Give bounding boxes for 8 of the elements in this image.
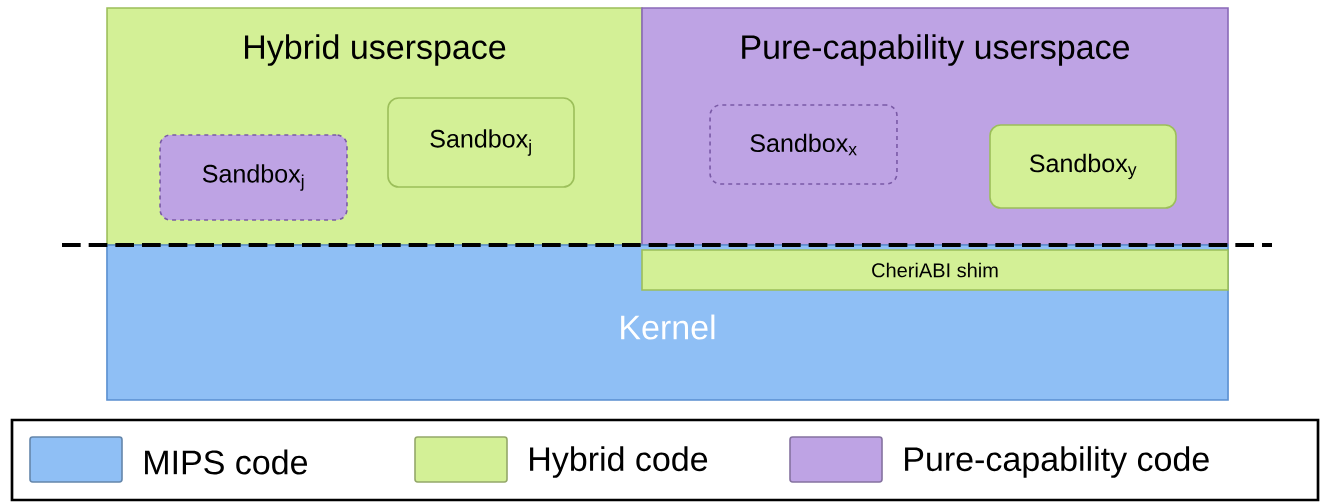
sandbox-box: Sandbox$_{y}$ [989,124,1177,209]
legend-label: Hybrid code [530,446,708,478]
sandbox-box: Sandbox$_{j}$ [387,97,575,188]
legend-label: Pure-capability code [905,446,1209,478]
legend-label: MIPS code [145,449,307,475]
sandbox-box: Sandbox$_{x}$ [709,104,898,185]
shim-layer: CheriABI shim [641,249,1229,291]
sandbox-box: Sandbox$_{j}$ [159,134,348,221]
